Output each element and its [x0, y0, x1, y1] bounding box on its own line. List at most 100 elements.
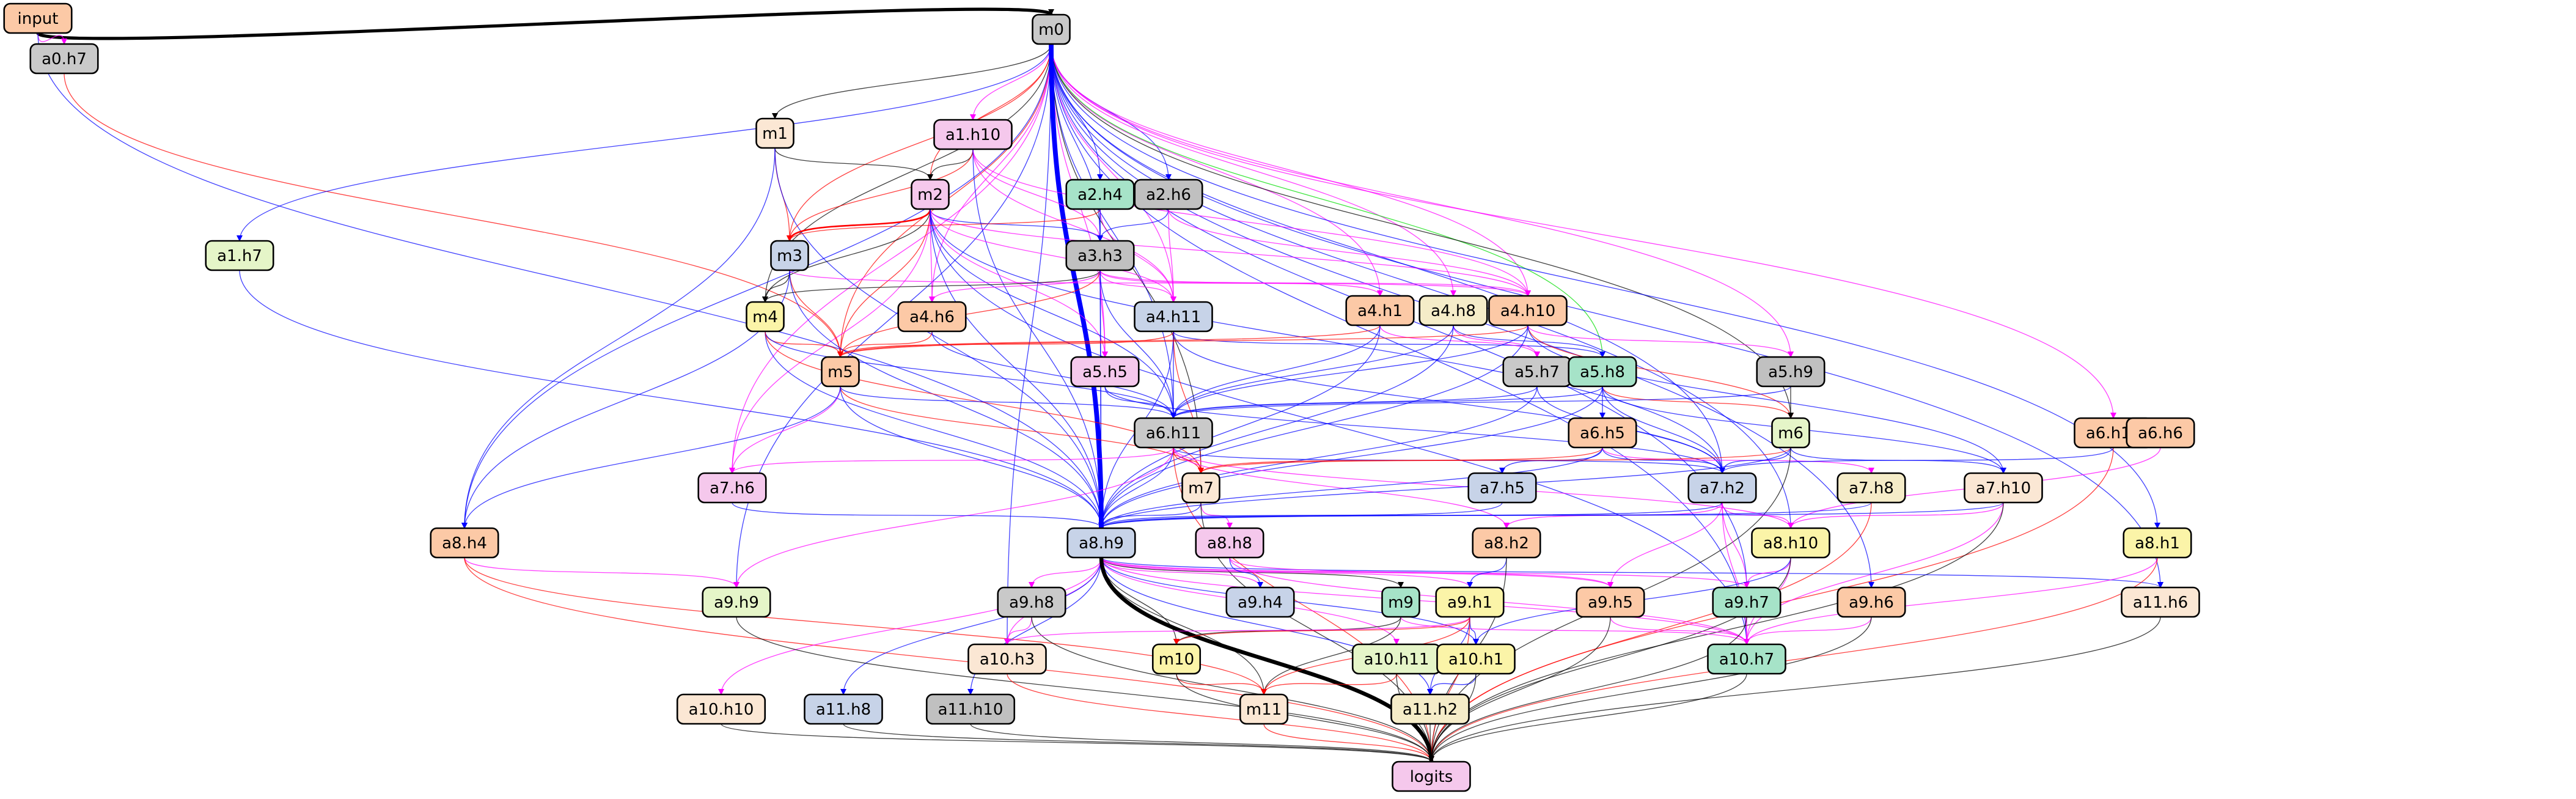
node-a6-h5[interactable]: a6.h5 — [1568, 417, 1637, 449]
node-m6[interactable]: m6 — [1771, 417, 1810, 449]
node-box[interactable] — [3, 2, 73, 34]
node-a4-h11[interactable]: a4.h11 — [1134, 301, 1213, 333]
node-a4-h10[interactable]: a4.h10 — [1488, 295, 1568, 326]
node-a10-h11[interactable]: a10.h11 — [1351, 643, 1442, 675]
node-box[interactable] — [430, 527, 499, 559]
node-box[interactable] — [911, 179, 950, 210]
node-a4-h8[interactable]: a4.h8 — [1418, 295, 1488, 326]
node-a4-h6[interactable]: a4.h6 — [897, 301, 967, 333]
node-a8-h4[interactable]: a8.h4 — [430, 527, 499, 559]
node-box[interactable] — [1707, 643, 1786, 675]
node-a9-h1[interactable]: a9.h1 — [1435, 586, 1505, 618]
node-box[interactable] — [746, 301, 785, 333]
node-box[interactable] — [1134, 301, 1213, 333]
node-a1-h7[interactable]: a1.h7 — [205, 240, 274, 271]
node-m4[interactable]: m4 — [746, 301, 785, 333]
node-box[interactable] — [1436, 643, 1516, 675]
node-a3-h3[interactable]: a3.h3 — [1065, 240, 1135, 271]
node-m7[interactable]: m7 — [1181, 472, 1220, 504]
node-box[interactable] — [1964, 472, 2043, 504]
node-a8-h8[interactable]: a8.h8 — [1195, 527, 1264, 559]
node-box[interactable] — [1065, 179, 1135, 210]
node-box[interactable] — [821, 356, 860, 388]
node-box[interactable] — [755, 117, 794, 149]
node-box[interactable] — [1837, 472, 1906, 504]
node-a6-h11[interactable]: a6.h11 — [1134, 417, 1213, 449]
node-box[interactable] — [897, 301, 967, 333]
node-a8-h1[interactable]: a8.h1 — [2123, 527, 2192, 559]
node-box[interactable] — [925, 693, 1016, 725]
node-box[interactable] — [1070, 356, 1140, 388]
node-m2[interactable]: m2 — [911, 179, 950, 210]
node-box[interactable] — [967, 643, 1047, 675]
node-box[interactable] — [676, 693, 766, 725]
node-box[interactable] — [1032, 13, 1071, 45]
node-a9-h4[interactable]: a9.h4 — [1225, 586, 1295, 618]
node-box[interactable] — [1195, 527, 1264, 559]
node-a7-h8[interactable]: a7.h8 — [1837, 472, 1906, 504]
node-box[interactable] — [1181, 472, 1220, 504]
node-box[interactable] — [1756, 356, 1826, 388]
node-box[interactable] — [205, 240, 274, 271]
node-a6-h6[interactable]: a6.h6 — [2126, 417, 2195, 449]
node-a1-h10[interactable]: a1.h10 — [933, 119, 1013, 150]
node-m5[interactable]: m5 — [821, 356, 860, 388]
node-box[interactable] — [1488, 295, 1568, 326]
node-a8-h9[interactable]: a8.h9 — [1066, 527, 1136, 559]
node-box[interactable] — [1568, 417, 1637, 449]
node-a5-h9[interactable]: a5.h9 — [1756, 356, 1826, 388]
node-a10-h7[interactable]: a10.h7 — [1707, 643, 1786, 675]
node-a4-h1[interactable]: a4.h1 — [1345, 295, 1415, 326]
node-a10-h3[interactable]: a10.h3 — [967, 643, 1047, 675]
node-box[interactable] — [2121, 586, 2200, 618]
node-box[interactable] — [697, 472, 767, 504]
node-a10-h10[interactable]: a10.h10 — [676, 693, 766, 725]
node-a11-h6[interactable]: a11.h6 — [2121, 586, 2200, 618]
node-box[interactable] — [1576, 586, 1645, 618]
node-box[interactable] — [1151, 643, 1202, 675]
node-a9-h9[interactable]: a9.h9 — [702, 586, 771, 618]
node-a2-h6[interactable]: a2.h6 — [1134, 179, 1203, 210]
node-box[interactable] — [1065, 240, 1135, 271]
node-box[interactable] — [1418, 295, 1488, 326]
node-box[interactable] — [702, 586, 771, 618]
node-a5-h5[interactable]: a5.h5 — [1070, 356, 1140, 388]
node-a5-h8[interactable]: a5.h8 — [1568, 356, 1637, 388]
node-m0[interactable]: m0 — [1032, 13, 1071, 45]
node-input[interactable]: input — [3, 2, 73, 34]
node-a9-h5[interactable]: a9.h5 — [1576, 586, 1645, 618]
node-a7-h6[interactable]: a7.h6 — [697, 472, 767, 504]
node-box[interactable] — [1381, 586, 1420, 618]
node-box[interactable] — [1225, 586, 1295, 618]
node-box[interactable] — [770, 240, 809, 271]
node-a10-h1[interactable]: a10.h1 — [1436, 643, 1516, 675]
node-a9-h6[interactable]: a9.h6 — [1837, 586, 1906, 618]
node-box[interactable] — [933, 119, 1013, 150]
node-box[interactable] — [1066, 527, 1136, 559]
node-box[interactable] — [1392, 760, 1471, 792]
node-a7-h5[interactable]: a7.h5 — [1467, 472, 1537, 504]
node-a11-h8[interactable]: a11.h8 — [804, 693, 883, 725]
node-a2-h4[interactable]: a2.h4 — [1065, 179, 1135, 210]
node-m1[interactable]: m1 — [755, 117, 794, 149]
node-a7-h10[interactable]: a7.h10 — [1964, 472, 2043, 504]
node-box[interactable] — [1345, 295, 1415, 326]
node-box[interactable] — [1134, 417, 1213, 449]
node-m9[interactable]: m9 — [1381, 586, 1420, 618]
node-a5-h7[interactable]: a5.h7 — [1502, 356, 1572, 388]
node-box[interactable] — [1472, 527, 1541, 559]
node-box[interactable] — [1467, 472, 1537, 504]
node-box[interactable] — [1435, 586, 1505, 618]
node-box[interactable] — [1568, 356, 1637, 388]
node-box[interactable] — [997, 586, 1066, 618]
node-box[interactable] — [1390, 693, 1470, 725]
node-box[interactable] — [1837, 586, 1906, 618]
node-box[interactable] — [1751, 527, 1830, 559]
node-a0-h7[interactable]: a0.h7 — [29, 43, 99, 75]
node-logits[interactable]: logits — [1392, 760, 1471, 792]
node-box[interactable] — [2126, 417, 2195, 449]
node-a9-h7[interactable]: a9.h7 — [1712, 586, 1782, 618]
node-box[interactable] — [1134, 179, 1203, 210]
node-box[interactable] — [2123, 527, 2192, 559]
node-box[interactable] — [1771, 417, 1810, 449]
